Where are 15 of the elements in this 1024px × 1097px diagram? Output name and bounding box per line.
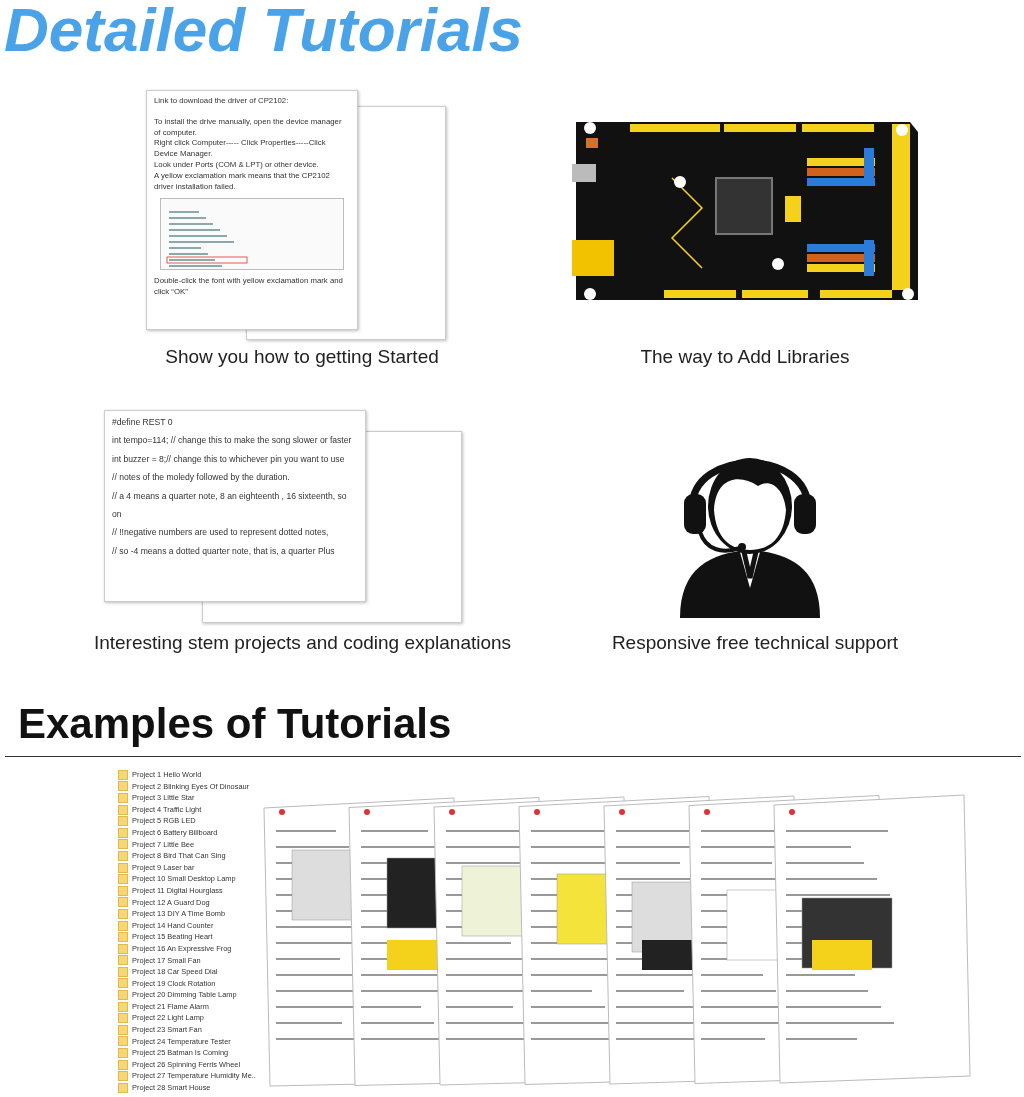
document-page [146, 90, 358, 330]
caption: Responsive free technical support [610, 632, 900, 654]
section-heading: Examples of Tutorials [18, 700, 452, 748]
title: Detailed Tutorials [4, 0, 524, 65]
code-line: #define REST 0 [112, 416, 174, 429]
caption: The way to Add Libraries [639, 346, 851, 368]
code-line: int buzzer = 8;// change this to whichever pin you want to use [112, 452, 346, 466]
code-line: // a 4 means a quarter note, 8 an eighteenth , 16 sixteenth, so on [112, 489, 348, 522]
code-line: // notes of the moledy followed by the duration. [112, 471, 291, 485]
document-page [104, 410, 366, 602]
code-line: // so -4 means a dotted quarter note, that is, a quarter Plus [112, 544, 336, 558]
code-line: int tempo=114; // change this to make the song slower or faster [112, 434, 353, 448]
code-line: // !!negative numbers are used to represent dotted notes, [112, 526, 330, 540]
caption: Show you how to getting Started [164, 346, 440, 368]
caption: Interesting stem projects and coding explanations [92, 632, 513, 654]
